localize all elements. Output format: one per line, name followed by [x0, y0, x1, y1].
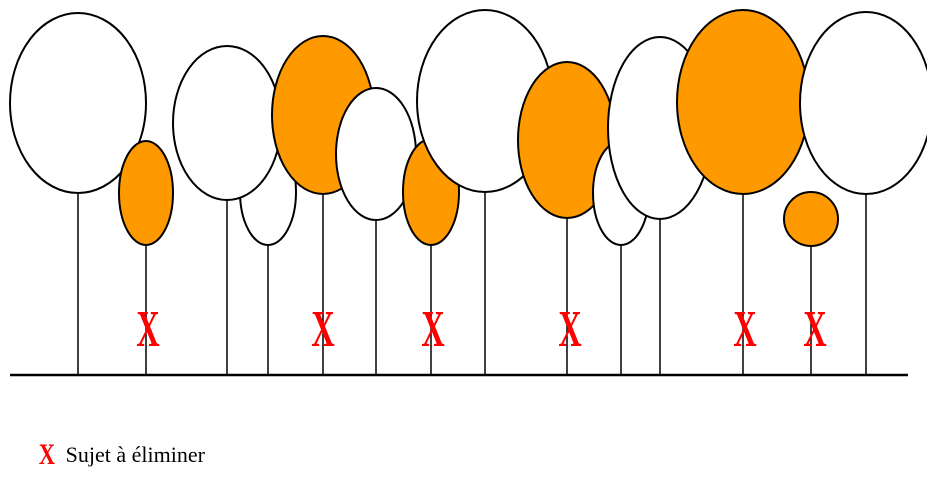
trees-layer [9, 9, 927, 375]
white-crown [799, 11, 927, 195]
white-crown [9, 12, 147, 194]
orange-crown [676, 9, 810, 195]
tree-1-white [9, 12, 147, 375]
elimination-x-mark: X [733, 300, 756, 358]
tree-9-orange [517, 61, 617, 375]
tree-2-orange [118, 140, 174, 375]
legend-label: Sujet à éliminer [65, 442, 205, 467]
tree-14-white [799, 11, 927, 375]
tree-12-orange [676, 9, 810, 375]
elimination-x-mark: X [136, 300, 159, 358]
orange-crown [118, 140, 174, 246]
tree-4-white [172, 45, 282, 375]
elimination-x-mark: X [421, 300, 444, 358]
tree-13-orange [783, 191, 839, 375]
elimination-x-mark: X [558, 300, 581, 358]
white-crown [172, 45, 282, 201]
orange-crown [783, 191, 839, 247]
legend: X Sujet à éliminer [36, 440, 205, 470]
elimination-x-mark: X [311, 300, 334, 358]
tree-6-white [335, 87, 417, 375]
legend-x-mark: X [38, 438, 55, 471]
elimination-x-mark: X [803, 300, 826, 358]
